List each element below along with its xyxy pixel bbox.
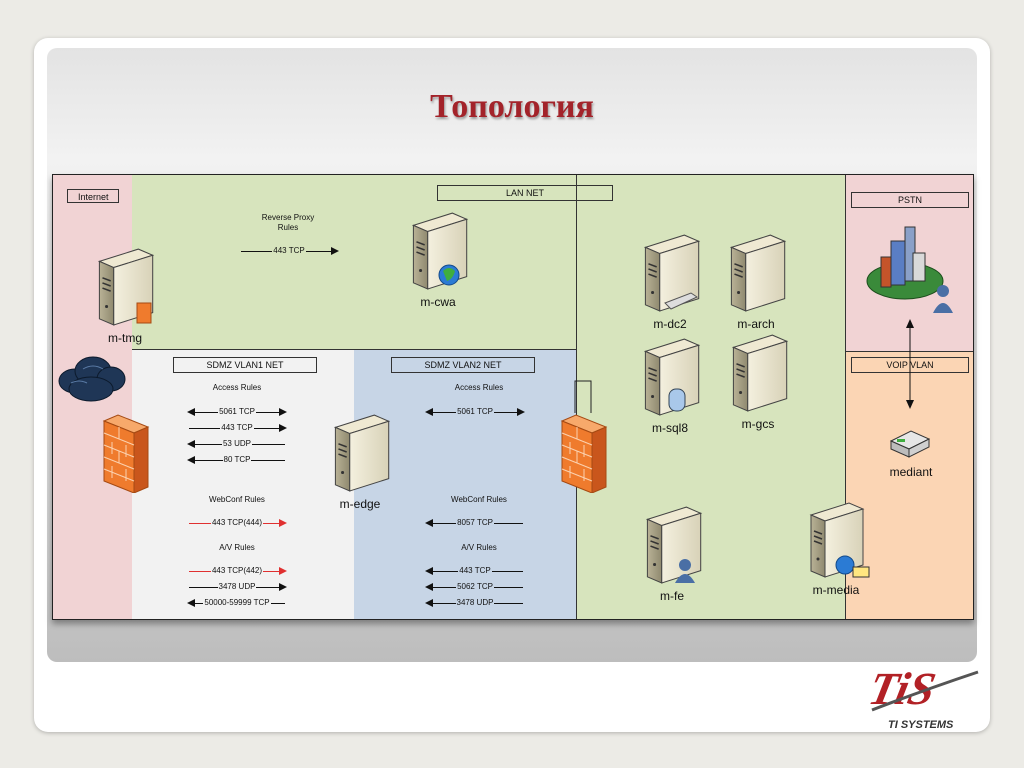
- node-m-fe: m-fe: [660, 589, 684, 603]
- lan-divider: [576, 175, 577, 349]
- node-m-gcs: m-gcs: [741, 417, 775, 431]
- vlan1-webconf-title: WebConf Rules: [209, 495, 265, 504]
- lan-net-label: LAN NET: [437, 185, 613, 201]
- vlan2-av-rule: 443 TCP: [425, 566, 523, 576]
- vlan1-av-rule: 443 TCP(442): [189, 566, 287, 576]
- vlan1-access-title: Access Rules: [212, 383, 262, 392]
- server-icon: [639, 231, 701, 313]
- server-icon: [727, 331, 789, 413]
- reverse-proxy-rule: 443 TCP: [241, 246, 339, 256]
- mediant-device-icon: [889, 430, 931, 458]
- vlan1-webconf-rule: 443 TCP(444): [189, 518, 287, 528]
- pstn-label: PSTN: [851, 192, 969, 208]
- node-mediant: mediant: [889, 465, 933, 479]
- node-m-cwa: m-cwa: [420, 295, 456, 309]
- vlan1-access-rule: 5061 TCP: [187, 407, 287, 417]
- vlan1-access-rule: 80 TCP: [187, 455, 285, 465]
- vlan2-webconf-rule: 8057 TCP: [425, 518, 523, 528]
- server-icon: [639, 335, 701, 417]
- vlan2-access-title: Access Rules: [454, 383, 504, 392]
- node-m-arch: m-arch: [737, 317, 775, 331]
- node-m-sql8: m-sql8: [651, 421, 688, 435]
- connector-line: [574, 380, 592, 413]
- vlan2-av-rule: 5062 TCP: [425, 582, 523, 592]
- tis-logo-mark: TiS TI SYSTEMS: [864, 664, 979, 731]
- server-icon: [725, 231, 787, 313]
- sdmz-vlan1-label: SDMZ VLAN1 NET: [173, 357, 317, 373]
- internet-label: Internet: [67, 189, 119, 203]
- vlan2-av-rule: 3478 UDP: [425, 598, 523, 608]
- slide-title: Топология: [430, 88, 594, 125]
- tis-logo: TiS TI SYSTEMS: [864, 660, 980, 732]
- node-m-media: m-media: [812, 583, 860, 597]
- vlan1-av-rule: 50000-59999 TCP: [187, 598, 285, 608]
- network-diagram: Internet LAN NET PSTN VOIP VLAN SDMZ VLA…: [52, 174, 974, 620]
- pstn-city-icon: [866, 226, 953, 313]
- vlan2-av-title: A/V Rules: [461, 543, 497, 552]
- vlan1-av-title: A/V Rules: [219, 543, 255, 552]
- node-m-dc2: m-dc2: [653, 317, 687, 331]
- cloud-icon: [58, 356, 126, 402]
- reverse-proxy-title: Reverse Proxy Rules: [261, 213, 315, 232]
- server-icon: [641, 503, 703, 585]
- firewall-icon: [99, 413, 151, 493]
- firewall-icon: [557, 413, 609, 493]
- svg-text:TI SYSTEMS: TI SYSTEMS: [888, 719, 954, 731]
- server-icon: [810, 502, 870, 578]
- vlan2-access-rule: 5061 TCP: [425, 407, 525, 417]
- vlan1-access-rule: 53 UDP: [187, 439, 285, 449]
- node-m-edge: m-edge: [339, 497, 381, 511]
- server-icon: [329, 411, 391, 493]
- sdmz-vlan2-label: SDMZ VLAN2 NET: [391, 357, 535, 373]
- pstn-voip-arrow: [906, 319, 914, 409]
- vlan1-access-rule: 443 TCP: [189, 423, 287, 433]
- server-icon: [93, 245, 155, 327]
- vlan1-av-rule: 3478 UDP: [189, 582, 287, 592]
- vlan2-webconf-title: WebConf Rules: [451, 495, 507, 504]
- node-m-tmg: m-tmg: [108, 331, 142, 345]
- server-icon: [407, 209, 469, 291]
